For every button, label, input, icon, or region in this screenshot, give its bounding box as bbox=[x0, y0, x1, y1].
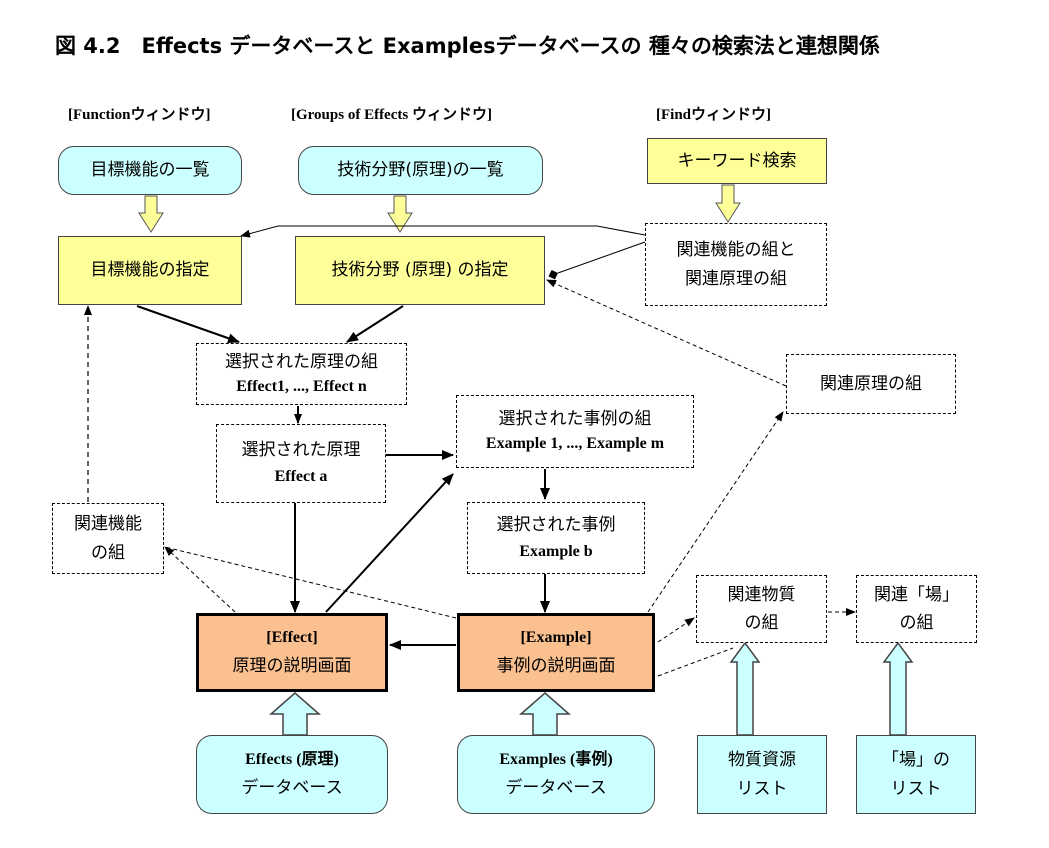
effects-database-name: Effects (原理) bbox=[245, 751, 339, 769]
arrow-example-screen-to-related-function bbox=[164, 546, 457, 619]
find-window-label: [Findウィンドウ] bbox=[656, 107, 772, 123]
related-function-set-line2: の組 bbox=[91, 542, 125, 563]
field-list-line2: リスト bbox=[890, 778, 942, 799]
related-material-set-line1: 関連物質 bbox=[727, 584, 796, 605]
examples-database: Examples (事例) データベース bbox=[457, 735, 655, 814]
arrow-related-effects-to-tech-spec bbox=[546, 279, 787, 387]
related-pair-line1: 関連機能の組と bbox=[676, 240, 796, 261]
arrow-effect-screen-to-examples bbox=[325, 473, 454, 613]
effect-explanation-screen[interactable]: [Effect] 原理の説明画面 bbox=[196, 613, 388, 692]
block-arrow-keyword bbox=[715, 184, 741, 223]
block-arrow-material-list bbox=[729, 641, 761, 736]
examples-database-label: データベース bbox=[505, 777, 607, 798]
target-function-list-label: 目標機能の一覧 bbox=[90, 160, 210, 181]
selected-example-label: 選択された事例 bbox=[496, 514, 616, 535]
related-effects-set: 関連原理の組 bbox=[786, 354, 956, 414]
arrow-target-spec-to-selected bbox=[136, 305, 240, 344]
effects-database: Effects (原理) データベース bbox=[196, 735, 388, 814]
related-effects-set-label: 関連原理の組 bbox=[820, 373, 922, 394]
tech-field-spec-label: 技術分野 (原理) の指定 bbox=[331, 260, 509, 281]
keyword-search: キーワード検索 bbox=[647, 138, 827, 184]
example-explanation-screen[interactable]: [Example] 事例の説明画面 bbox=[457, 613, 655, 692]
arrow-find-to-target-spec bbox=[240, 225, 646, 238]
arrow-tech-spec-to-selected bbox=[346, 305, 404, 343]
target-function-spec: 目標機能の指定 bbox=[58, 236, 242, 305]
selected-examples-set: 選択された事例の組 Example 1, ..., Example m bbox=[456, 395, 694, 468]
selected-effect: 選択された原理 Effect a bbox=[216, 424, 386, 503]
selected-effect-name: Effect a bbox=[274, 468, 328, 486]
related-function-set: 関連機能 の組 bbox=[52, 503, 164, 574]
tech-field-list-label: 技術分野(原理)の一覧 bbox=[337, 160, 504, 181]
function-window-label: [Functionウィンドウ] bbox=[68, 107, 211, 123]
selected-effect-label: 選択された原理 bbox=[241, 440, 361, 461]
target-function-spec-label: 目標機能の指定 bbox=[90, 260, 210, 281]
block-arrow-target-list bbox=[138, 195, 164, 233]
effects-database-label: データベース bbox=[241, 777, 343, 798]
arrow-example-screen-to-related-effects bbox=[647, 411, 784, 613]
selected-effects-set: 選択された原理の組 Effect1, ..., Effect n bbox=[196, 343, 407, 405]
arrow-example-screen-to-material bbox=[657, 617, 695, 643]
related-field-set-line2: の組 bbox=[899, 613, 934, 633]
related-field-set-line1: 関連「場」 bbox=[874, 584, 959, 605]
selected-examples-set-range: Example 1, ..., Example m bbox=[485, 435, 665, 453]
arrow-example-screen-to-material-2 bbox=[657, 647, 734, 677]
field-list-line1: 「場」の bbox=[882, 750, 950, 771]
tech-field-list: 技術分野(原理)の一覧 bbox=[298, 146, 543, 195]
arrow-find-to-tech-spec bbox=[548, 241, 646, 280]
block-arrow-examples-db bbox=[519, 692, 571, 736]
selected-examples-set-label: 選択された事例の組 bbox=[498, 408, 652, 429]
examples-database-name: Examples (事例) bbox=[499, 751, 613, 769]
selected-example-name: Example b bbox=[519, 542, 593, 560]
related-material-set-line2: の組 bbox=[744, 613, 779, 633]
effect-screen-tag: [Effect] bbox=[266, 629, 318, 647]
selected-effects-set-range: Effect1, ..., Effect n bbox=[236, 377, 367, 395]
material-resource-list: 物質資源 リスト bbox=[697, 735, 827, 814]
example-screen-tag: [Example] bbox=[520, 629, 592, 647]
selected-example: 選択された事例 Example b bbox=[467, 502, 645, 574]
related-pair-set: 関連機能の組と 関連原理の組 bbox=[645, 223, 827, 306]
block-arrow-field-list bbox=[882, 641, 914, 736]
figure-title: 図 4.2 Effects データベースと Examplesデータベースの 種々… bbox=[55, 34, 880, 58]
arrow-effect-screen-to-related-function bbox=[164, 546, 236, 613]
block-arrow-tech-list bbox=[387, 195, 413, 233]
selected-effects-set-label: 選択された原理の組 bbox=[225, 352, 378, 373]
keyword-search-label: キーワード検索 bbox=[677, 150, 797, 171]
material-resource-list-line1: 物質資源 bbox=[728, 750, 796, 771]
related-pair-line2: 関連原理の組 bbox=[685, 268, 787, 289]
tech-field-spec: 技術分野 (原理) の指定 bbox=[295, 236, 545, 305]
target-function-list: 目標機能の一覧 bbox=[58, 146, 242, 195]
effect-screen-label: 原理の説明画面 bbox=[232, 655, 352, 676]
field-list: 「場」の リスト bbox=[856, 735, 976, 814]
example-screen-label: 事例の説明画面 bbox=[496, 655, 616, 676]
related-function-set-line1: 関連機能 bbox=[74, 514, 142, 535]
groups-window-label: [Groups of Effects ウィンドウ] bbox=[291, 107, 492, 123]
related-field-set: 関連「場」 の組 bbox=[856, 575, 977, 643]
material-resource-list-line2: リスト bbox=[736, 778, 788, 799]
block-arrow-effects-db bbox=[269, 692, 321, 736]
related-material-set: 関連物質 の組 bbox=[696, 575, 827, 643]
